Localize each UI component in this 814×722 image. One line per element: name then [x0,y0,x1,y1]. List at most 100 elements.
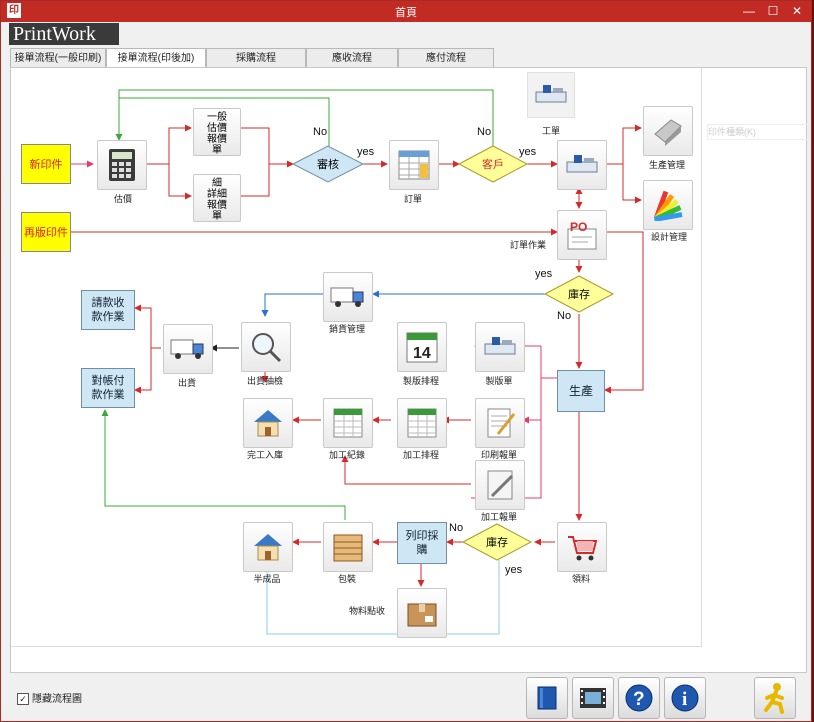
house-icon [254,534,282,561]
color-swatch-icon [654,190,683,221]
color-management-label: 設計管理 [650,232,687,242]
print-report-node[interactable] [475,398,525,448]
info-button[interactable]: i [664,677,706,719]
film-icon [580,688,606,708]
work-order-node[interactable] [557,140,607,190]
work-order-header-icon [527,72,575,118]
app-icon: 印 [7,3,21,18]
minimize-button[interactable]: — [743,4,755,18]
manual-button[interactable] [526,677,568,719]
help-icon: ? [625,684,653,712]
reprint-job[interactable]: 再版印件 [21,212,71,252]
detail-quote-top-label: 細 [212,178,222,189]
book-icon [537,686,557,710]
flow-connectors [69,89,644,635]
stock-bottom-label: 庫存 [486,537,508,549]
stock-decision-top[interactable] [543,275,615,313]
stock-decision-bottom[interactable] [461,523,533,561]
review-yes-label: yes [357,146,375,158]
billing-collect-label: 請款收款作業 [91,297,125,323]
stock-top-yes-label: yes [535,268,553,280]
billing-collect-box[interactable]: 請款收款作業 [81,290,135,330]
detail-quote-node[interactable]: 細 詳細報價單 [193,174,241,222]
svg-text:?: ? [633,689,645,710]
process-report-node[interactable] [475,460,525,510]
production-box[interactable]: 生產 [557,370,605,412]
video-button[interactable] [572,677,614,719]
order-node[interactable] [389,140,439,190]
plate-making-label: 製版單 [485,376,513,386]
picking-node[interactable] [557,522,607,572]
bottom-toolbar: ✓隱藏流程圖 ? i [10,673,807,721]
exit-button[interactable] [754,677,796,719]
ship-inspect-node[interactable] [241,322,291,372]
tab-purchase-flow[interactable]: 採購流程 [206,48,306,67]
svg-text:i: i [682,689,687,710]
info-icon: i [671,684,699,712]
normal-quote-node[interactable]: 一般 估價報價單 [193,108,241,156]
close-button[interactable]: ✕ [791,4,803,18]
exit-icon [764,683,784,714]
po-order-node[interactable]: PO [557,210,607,260]
packing-node[interactable] [323,522,373,572]
shipping-management-node[interactable] [323,272,373,322]
help-button[interactable]: ? [618,677,660,719]
printer-press-icon [535,85,567,103]
side-hint-field: 印件種類(K) [707,124,809,140]
color-management-node[interactable] [643,180,693,230]
hide-flow-checkbox[interactable]: ✓隱藏流程圖 [17,690,82,706]
tab-payable-flow[interactable]: 應付流程 [398,48,494,67]
process-record-node[interactable] [323,398,373,448]
customer-no-label: No [477,126,492,138]
shipping-management-label: 銷貨管理 [328,324,365,334]
stock-top-label: 庫存 [568,289,590,301]
maximize-button[interactable]: ☐ [767,4,779,18]
metal-plate-icon [654,119,682,146]
customer-yes-label: yes [519,146,537,158]
title-bar: 印 首頁 — ☐ ✕ [1,1,811,22]
shipment-label: 出貨 [177,378,196,388]
printer-press-icon [484,337,516,355]
tab-receivable-flow[interactable]: 應收流程 [306,48,398,67]
new-print-job[interactable]: 新印件 [21,144,71,184]
material-in-node[interactable] [397,588,447,638]
tab-order-flow-postprocess[interactable]: 接單流程(印後加) [106,48,206,68]
printer-press-icon [566,155,598,173]
quote-label: 估價 [113,194,132,204]
spreadsheet-icon [398,150,430,180]
order-label: 訂單 [403,194,422,204]
side-hint-text: 印件種類(K) [708,127,756,137]
production-schedule-node[interactable]: 14 [397,322,447,372]
stock-top-no-label: No [557,310,572,322]
shipment-node[interactable] [163,324,213,374]
production-control-node[interactable] [643,106,693,156]
cardboard-box-icon [407,603,437,627]
material-in-label: 物料點收 [348,606,385,616]
plate-making-node[interactable] [475,322,525,372]
process-schedule-node[interactable] [397,398,447,448]
account-pay-box[interactable]: 對帳付款作業 [81,368,135,408]
pencil-paper-icon [487,470,514,500]
checkbox-box[interactable]: ✓ [17,693,29,706]
packing-label: 包裝 [337,574,356,584]
sheet-icon [407,408,437,438]
review-decision[interactable] [291,145,365,183]
review-label: 審核 [317,159,339,171]
work-order-top-label: 工單 [541,126,560,136]
finished-in-node[interactable] [243,398,293,448]
customer-decision[interactable] [457,145,529,183]
semi-stock-label: 半成品 [253,574,281,584]
quote-node[interactable] [97,140,147,190]
purchase-request-label: 列印採購 [405,530,439,556]
stock-bottom-yes-label: yes [505,564,523,576]
finished-in-label: 完工入庫 [246,450,283,460]
brand-logo: PrintWork [9,23,119,45]
hide-flow-label: 隱藏流程圖 [32,694,82,705]
svg-text:PO: PO [570,220,587,234]
ship-inspect-label: 出貨抽檢 [246,376,283,386]
calculator-icon [109,149,135,181]
semi-stock-node[interactable] [243,522,293,572]
tab-order-flow-general[interactable]: 接單流程(一般印刷) [10,48,106,67]
purchase-request-box[interactable]: 列印採購 [397,522,447,564]
